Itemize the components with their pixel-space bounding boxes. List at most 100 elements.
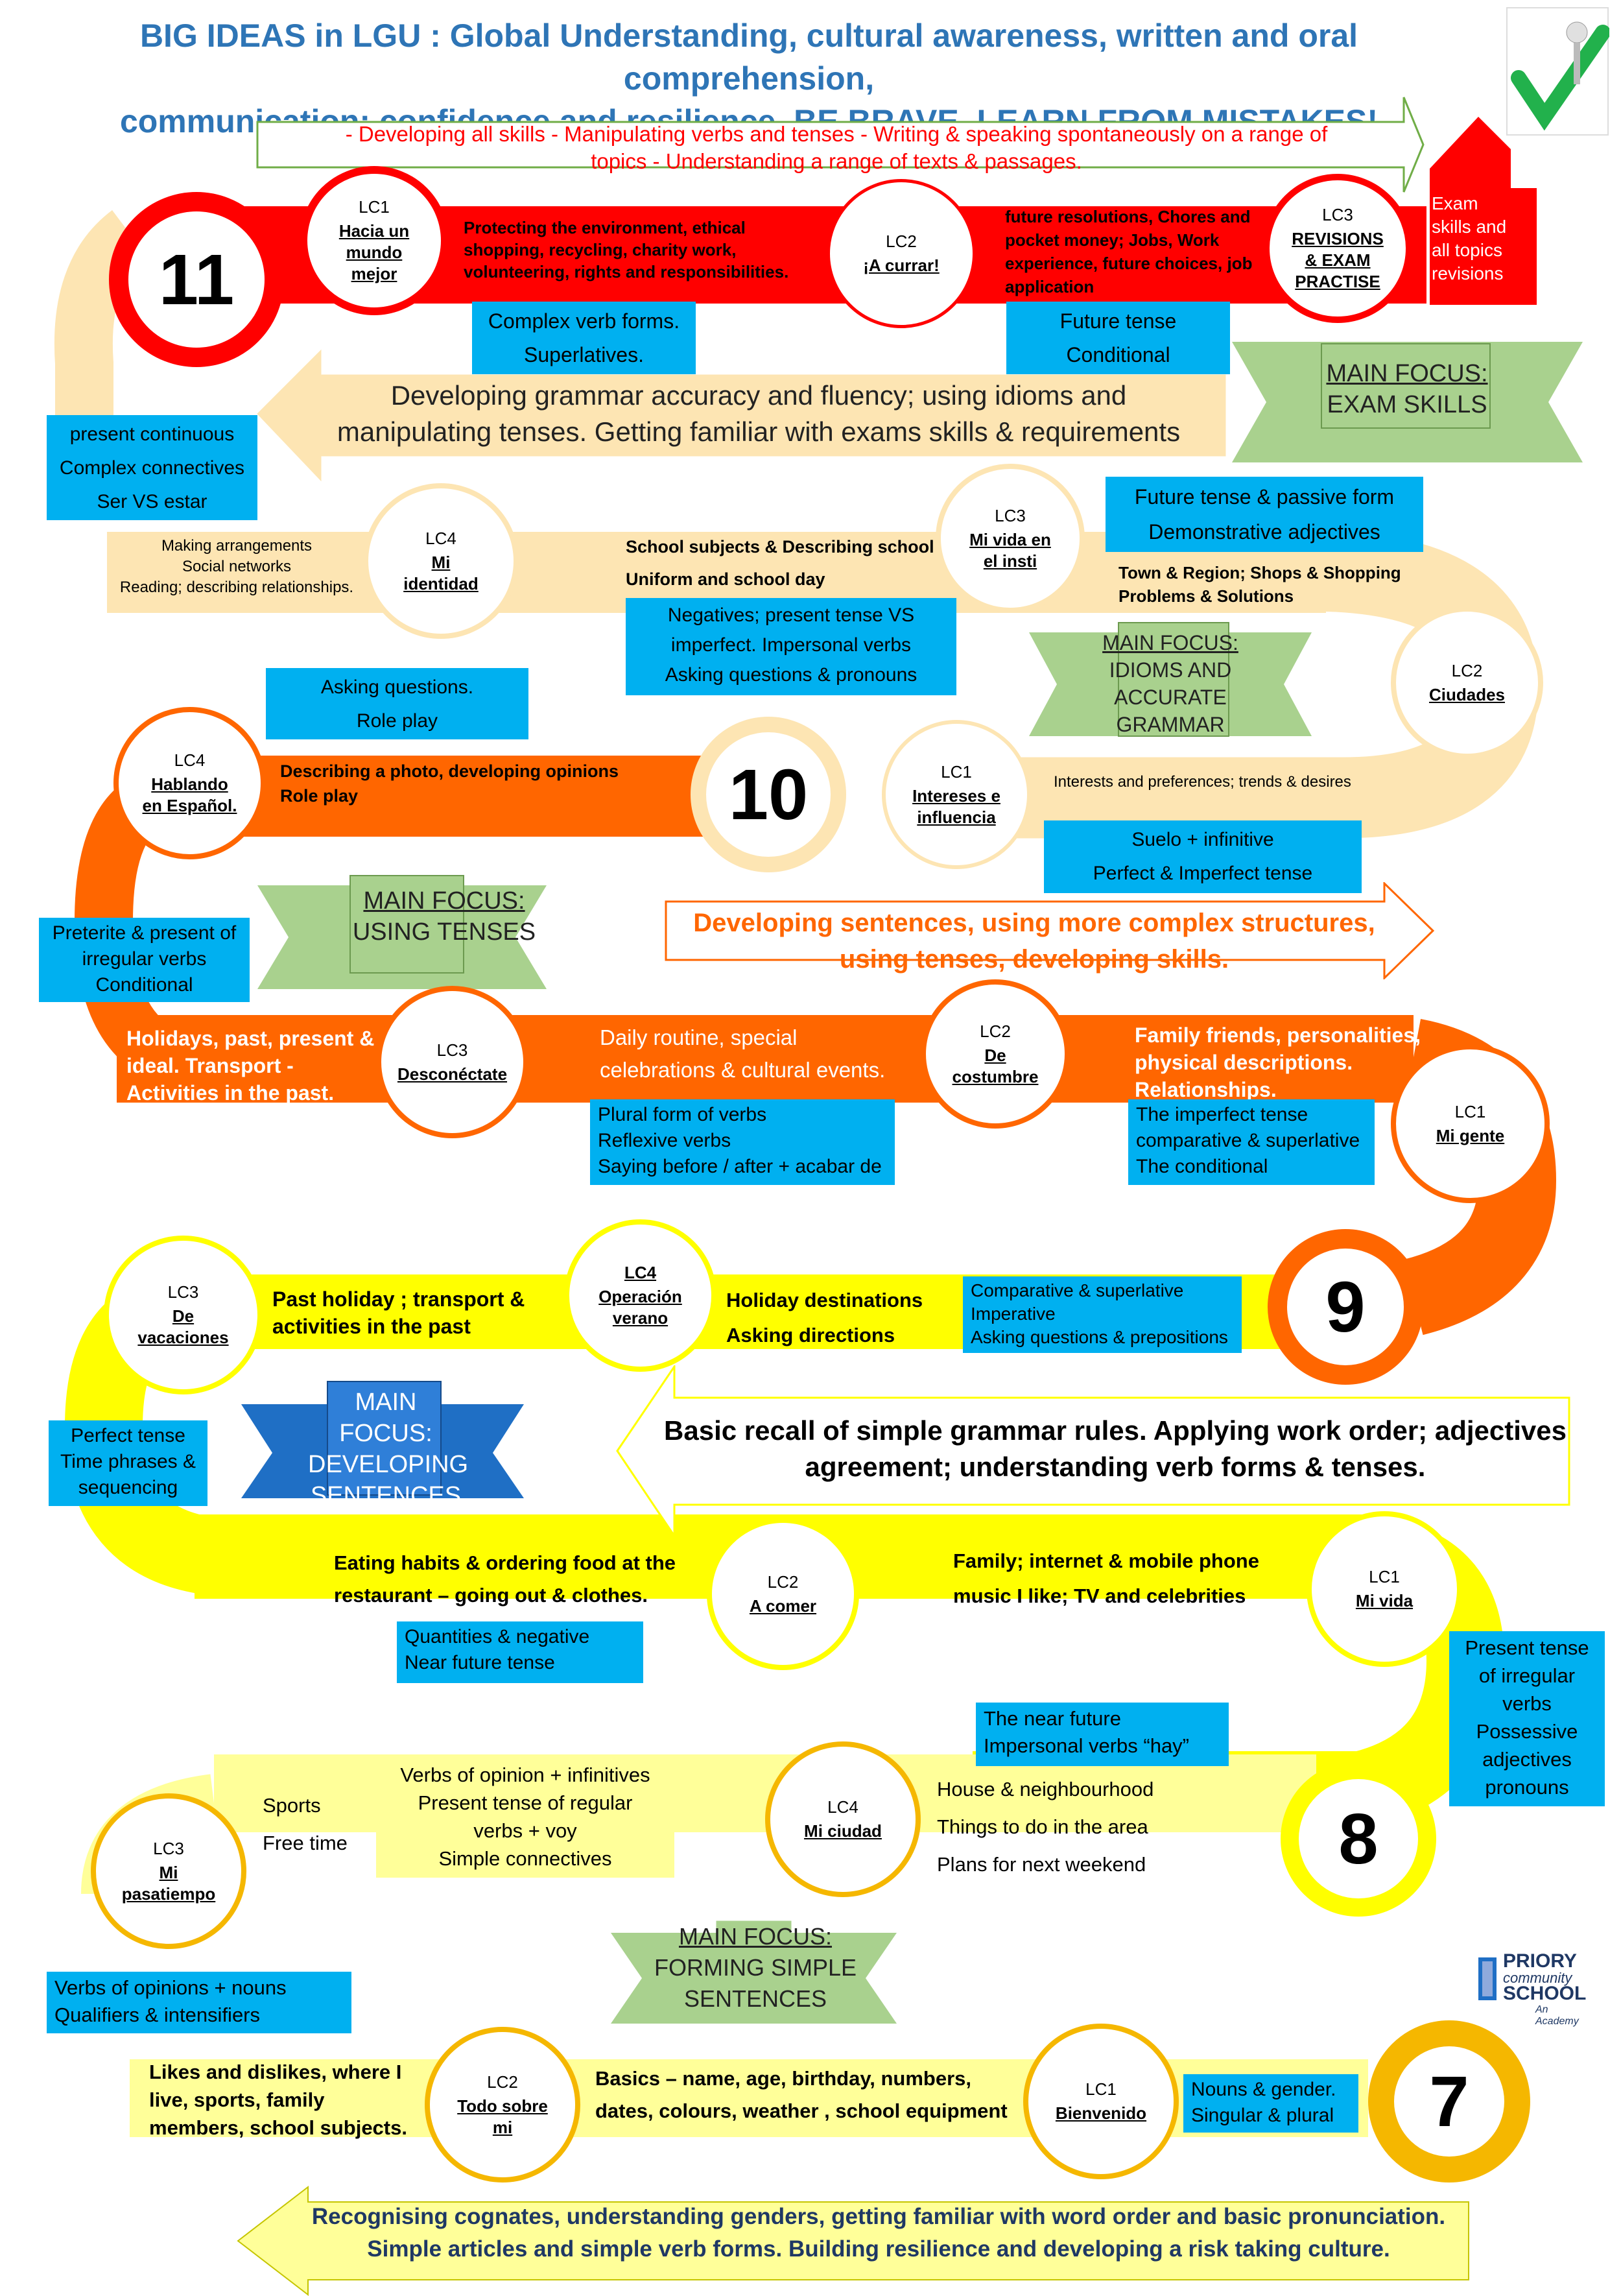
main-focus-idioms-banner xyxy=(1029,622,1312,737)
year10-lc1-topics: Interests and preferences; trends & desi… xyxy=(1054,772,1417,793)
focus-line: EXAM SKILLS xyxy=(1327,391,1487,418)
year10-asking-box: Asking questions. Role play xyxy=(266,668,528,739)
year8-lc3-circle[interactable]: LC3 Mi pasatiempo xyxy=(91,1793,246,1949)
year10-lc2-circle[interactable]: LC2 De costumbre xyxy=(921,979,1070,1129)
grammar-line: Conditional xyxy=(95,974,193,996)
year8-lc4-circle[interactable]: LC4 Mi ciudad xyxy=(765,1741,921,1897)
lc-code: LC2 xyxy=(1451,660,1483,680)
topic-line: Town & Region; Shops & Shopping xyxy=(1118,563,1401,582)
year11-lc3-circle[interactable]: LC3 REVISIONS & EXAM PRACTISE xyxy=(1263,174,1412,323)
house-shape xyxy=(1430,117,1537,305)
year9-lc2-circle[interactable]: LC2 A comer xyxy=(707,1518,859,1670)
year9-lc1-topics: Family; internet & mobile phone music I … xyxy=(953,1544,1277,1614)
year10-band xyxy=(214,756,778,837)
year10-lc1-circle[interactable]: LC1 Intereses e influencia xyxy=(882,720,1031,869)
focus-line: MAIN FOCUS: xyxy=(1102,631,1238,654)
focus-line: GRAMMAR xyxy=(1116,713,1225,736)
year9-lc3-circle[interactable]: LC3 De vacaciones xyxy=(104,1236,263,1394)
focus-line: FORMING SIMPLE xyxy=(654,1954,857,1981)
lc-name: mundo xyxy=(346,243,403,262)
year7-lc2-circle[interactable]: LC2 Todo sobre mi xyxy=(425,2027,580,2182)
grammar-line: Asking questions & prepositions xyxy=(971,1327,1228,1347)
lc-name: Mi ciudad xyxy=(804,1821,882,1841)
logo-line-3: SCHOOL xyxy=(1503,1983,1587,2004)
arrow-line: Recognising cognates, understanding gend… xyxy=(311,2204,1446,2229)
year7-bottom-arrow-text: Recognising cognates, understanding gend… xyxy=(285,2201,1472,2266)
topic-line: members, school subjects. xyxy=(149,2116,407,2139)
grammar-line: Perfect & Imperfect tense xyxy=(1093,863,1313,884)
lc-name: el insti xyxy=(983,551,1037,571)
year9-lc4-circle[interactable]: LC4 Operación verano xyxy=(564,1219,716,1372)
lc-name: A comer xyxy=(749,1596,817,1616)
year7-number: 7 xyxy=(1429,2061,1469,2142)
focus-line: IDIOMS AND xyxy=(1109,658,1232,682)
lc-code: LC2 xyxy=(886,232,917,251)
year11-top-arrow xyxy=(256,97,1425,193)
topic-line: Daily routine, special xyxy=(600,1025,798,1049)
year9-lc3-topics: Past holiday ; transport & activities in… xyxy=(272,1286,571,1340)
year11-number: 11 xyxy=(158,239,235,320)
year10-lc3-circle[interactable]: LC3 Desconéctate xyxy=(376,986,528,1138)
lc-name: Hacia un xyxy=(338,221,410,241)
year10-arrow xyxy=(665,882,1435,979)
year10-lc3-topics: Holidays, past, present & ideal. Transpo… xyxy=(126,1025,379,1106)
year9-grammar-box-2: Quantities & negative Near future tense xyxy=(397,1621,643,1683)
year11-lc2-circle[interactable]: LC2 ¡A currar! xyxy=(827,179,976,328)
grammar-line: Imperative xyxy=(971,1304,1056,1324)
topic-line: Asking directions xyxy=(726,1324,895,1346)
year11-lc2b-circle[interactable]: LC2 Ciudades xyxy=(1391,606,1543,759)
focus-line: MAIN FOCUS: xyxy=(363,887,525,915)
focus-line: MAIN FOCUS: xyxy=(339,1389,432,1447)
grammar-line: Negatives; present tense VS xyxy=(667,604,915,626)
topic-line: Protecting the environment, ethical xyxy=(464,218,746,237)
year7-lc2-topics: Likes and dislikes, where I live, sports… xyxy=(149,2058,421,2142)
grammar-line: Simple connectives xyxy=(438,1847,612,1870)
topic-line: Past holiday ; transport & xyxy=(272,1287,525,1311)
grammar-line: The imperfect tense xyxy=(1136,1104,1308,1125)
year10-lc1b-circle[interactable]: LC1 Mi gente xyxy=(1391,1044,1550,1203)
year9-number-circle: 9 xyxy=(1268,1229,1423,1385)
topic-line: future resolutions, Chores and xyxy=(1005,207,1251,226)
topic-line: live, sports, family xyxy=(149,2088,325,2111)
lc-code: LC1 xyxy=(1454,1101,1486,1121)
year8-number-circle: 8 xyxy=(1281,1761,1436,1917)
year7-number-circle: 7 xyxy=(1368,2020,1530,2182)
topic-line: physical descriptions. xyxy=(1135,1051,1353,1074)
lc-name: Todo sobre xyxy=(457,2096,548,2116)
grammar-line: The conditional xyxy=(1136,1156,1268,1177)
year11-lc3b-circle[interactable]: LC3 Mi vida en el insti xyxy=(936,464,1085,613)
year7-lc1-circle[interactable]: LC1 Bienvenido xyxy=(1023,2024,1179,2179)
grammar-line: Plural form of verbs xyxy=(598,1104,767,1125)
year11-lc4-circle[interactable]: LC4 Mi identidad xyxy=(363,483,519,639)
main-focus-forming-banner xyxy=(611,1920,897,2024)
year10-lc4-circle[interactable]: LC4 Hablando en Español. xyxy=(113,707,266,859)
grammar-line: Verbs of opinions + nouns xyxy=(54,1976,287,1999)
topic-line: restaurant – going out & clothes. xyxy=(334,1584,648,1607)
lc-name: Mi gente xyxy=(1436,1125,1505,1145)
topic-line: Plans for next weekend xyxy=(937,1853,1146,1876)
logo-mark-icon xyxy=(1478,1957,1497,2000)
year10-number: 10 xyxy=(728,754,809,835)
lc-code: LC1 xyxy=(359,197,390,217)
topic-line: Holidays, past, present & xyxy=(126,1027,375,1050)
topic-line: dates, colours, weather , school equipme… xyxy=(595,2099,1008,2122)
year9-lc4-topics: Holiday destinations Asking directions xyxy=(726,1283,960,1353)
topic-line: Basics – name, age, birthday, numbers, xyxy=(595,2067,972,2090)
house-text: Exam skills and all topics revisions xyxy=(1432,192,1535,285)
lc-name: Bienvenido xyxy=(1055,2103,1147,2123)
topic-line: volunteering, rights and responsibilitie… xyxy=(464,262,789,281)
grammar-line: Complex verb forms. xyxy=(488,309,680,333)
year10-lc2-topics: Daily routine, special celebrations & cu… xyxy=(600,1022,924,1086)
lc-name: Operación xyxy=(598,1287,682,1306)
lc-code: LC4 xyxy=(624,1263,657,1282)
priory-school-logo: PRIORY community SCHOOL An Academy xyxy=(1477,1951,1587,2027)
lc-name: pasatiempo xyxy=(121,1883,216,1904)
lc-name: Intereses e xyxy=(912,785,1000,806)
topic-line: Making arrangements xyxy=(161,537,313,555)
year11-arrow-text: - Developing all skills - Manipulating v… xyxy=(272,121,1401,175)
year10-left-box: Preterite & present of irregular verbs C… xyxy=(39,918,250,1002)
year9-grammar-box-1: Comparative & superlative Imperative Ask… xyxy=(963,1276,1242,1353)
year10-grammar-box-2: Plural form of verbs Reflexive verbs Say… xyxy=(590,1099,895,1185)
year9-lc1-circle[interactable]: LC1 Mi vida xyxy=(1307,1511,1462,1667)
year11-lc1-circle[interactable]: LC1 Hacia un mundo mejor xyxy=(300,166,449,315)
